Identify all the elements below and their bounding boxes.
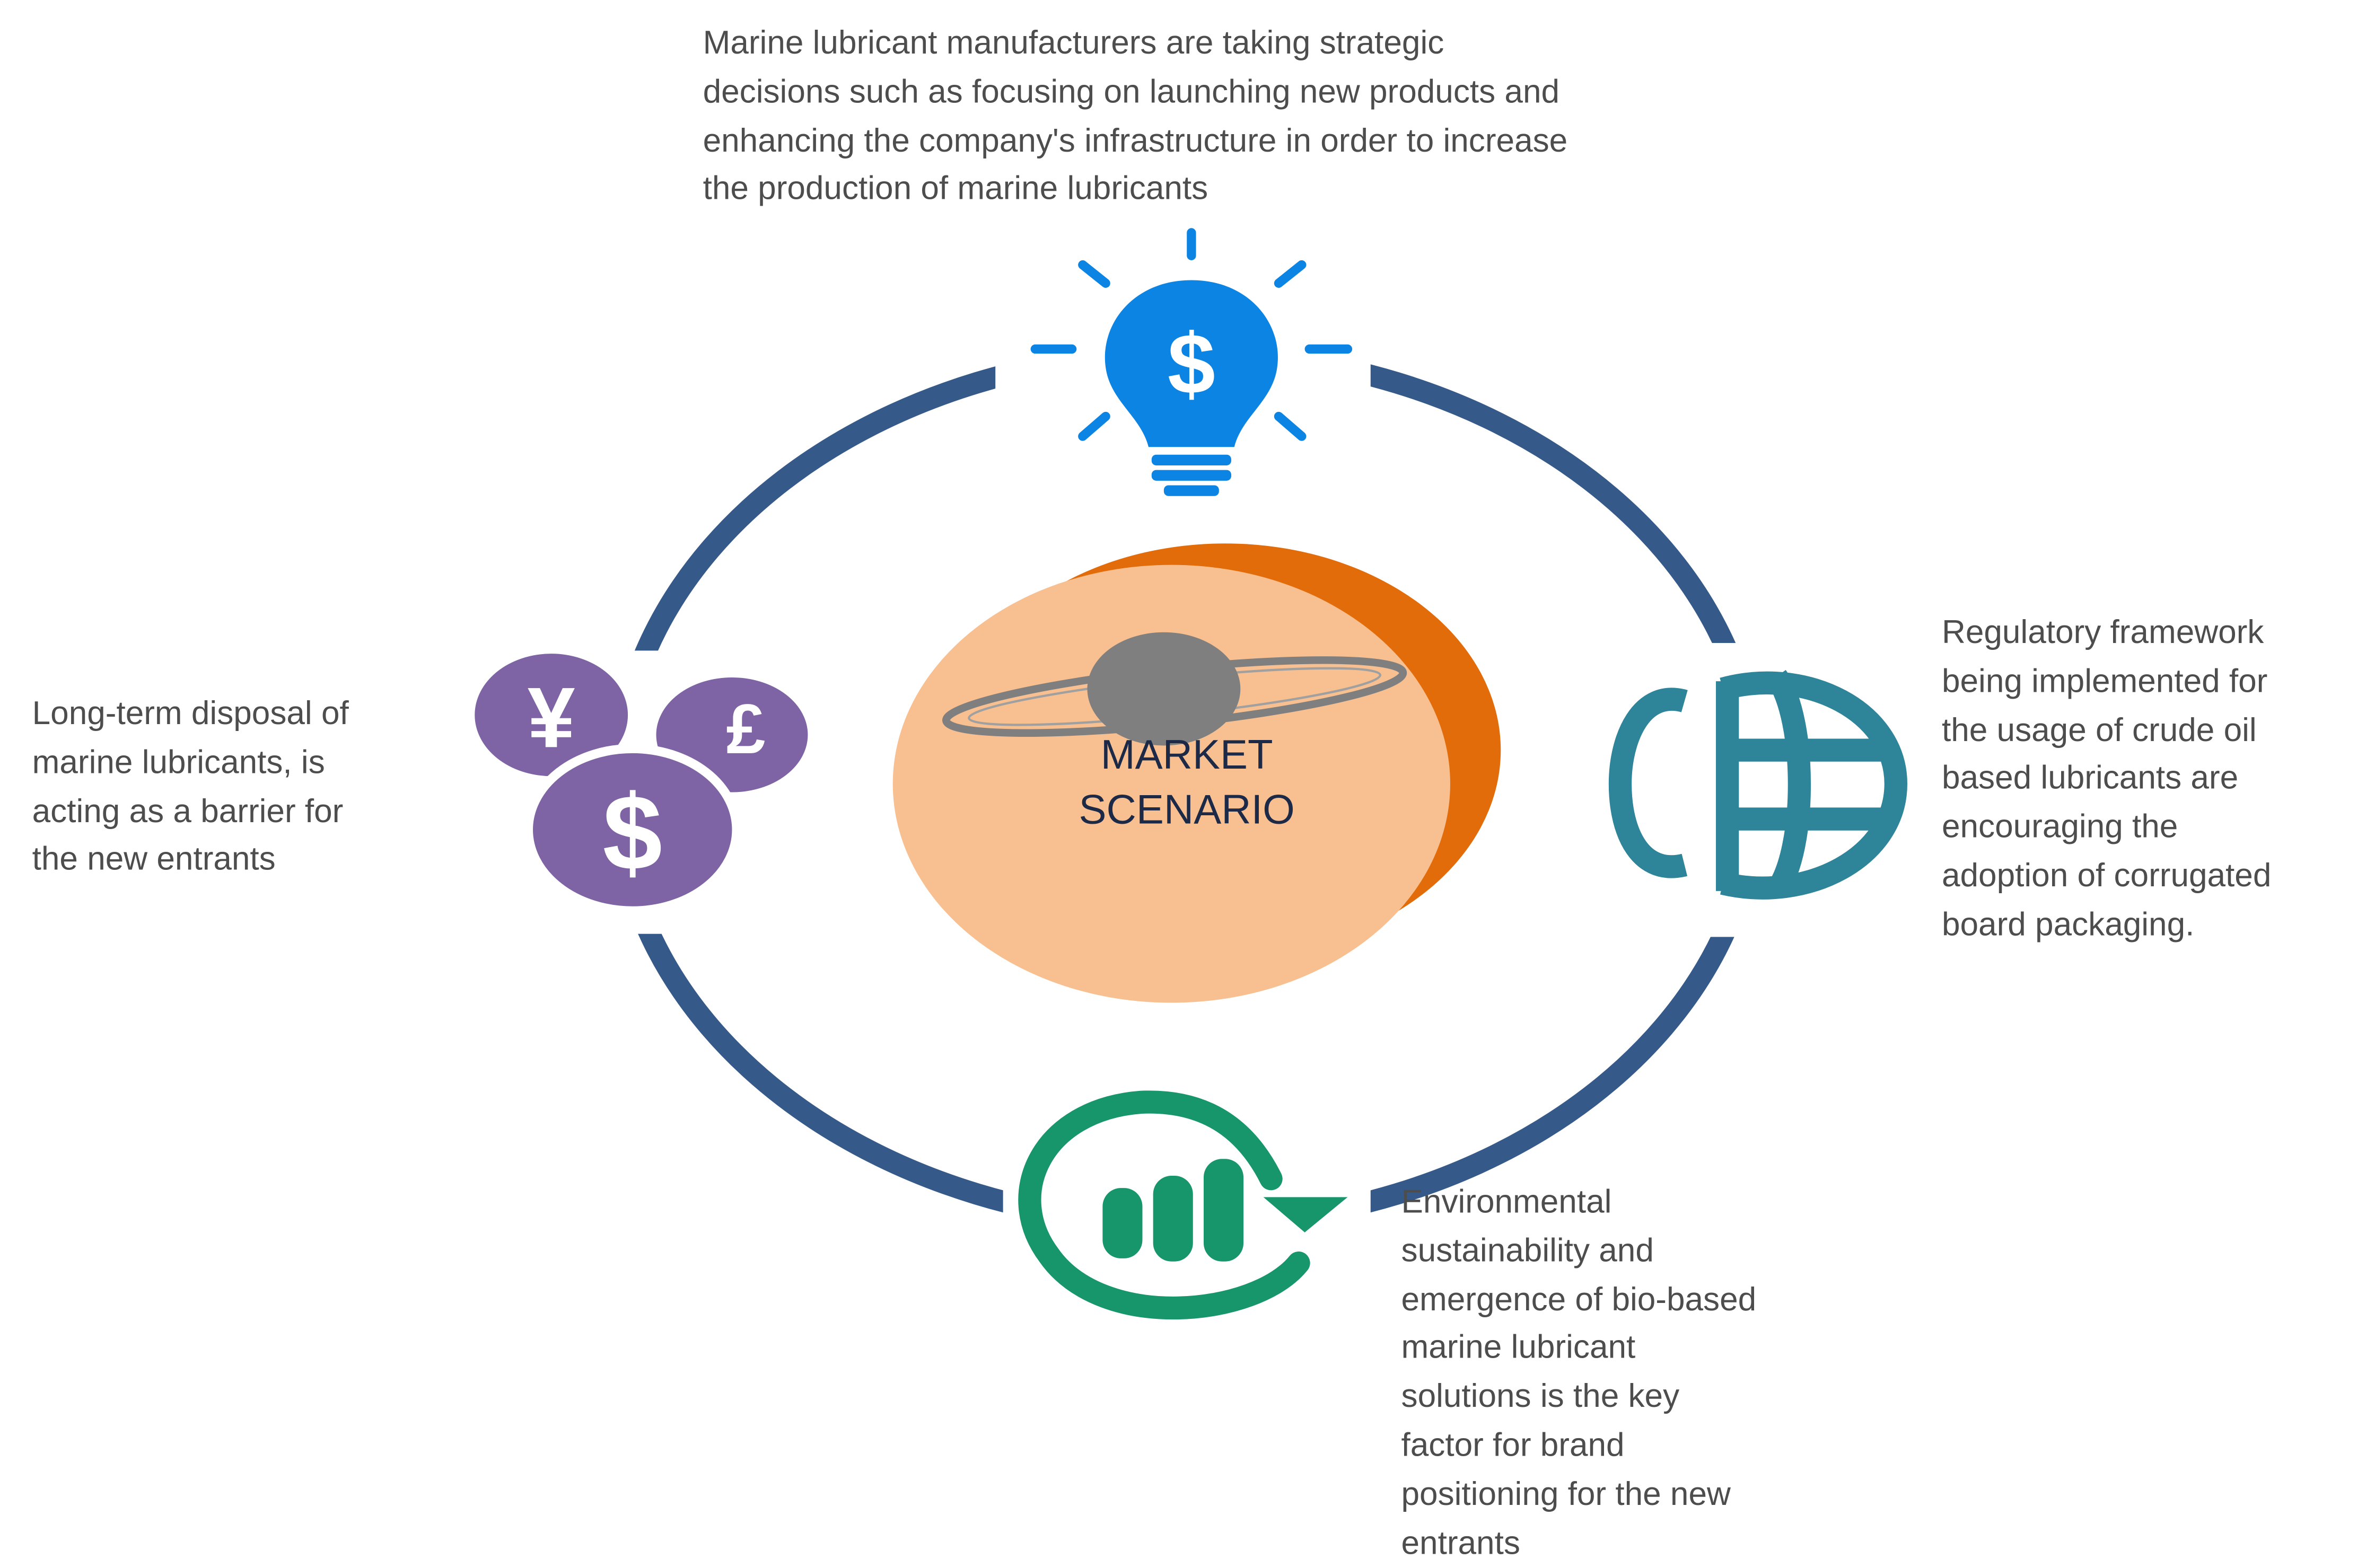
text-line: marine lubricants, is [32, 743, 325, 781]
text-line: the new entrants [32, 841, 276, 878]
text-line: acting as a barrier for [32, 792, 344, 830]
text-line: being implemented for [1941, 662, 2268, 700]
text-line: factor for brand [1401, 1426, 1625, 1464]
text-line: entrants [1401, 1524, 1520, 1561]
market-scenario-center [892, 543, 1501, 1003]
text-line: the production of marine lubricants [703, 170, 1208, 208]
growth-chart-cycle-icon [1018, 1090, 1348, 1320]
center-label-line1: MARKET [1100, 732, 1273, 778]
planet-icon [942, 632, 1407, 746]
text-line: Marine lubricant manufacturers are takin… [703, 24, 1444, 61]
svg-text:£: £ [726, 690, 766, 769]
text-line: adoption of corrugated [1941, 857, 2272, 894]
text-line: marine lubricant [1401, 1329, 1636, 1367]
svg-text:$: $ [603, 772, 662, 892]
text-line: solutions is the key [1401, 1378, 1680, 1415]
text-line: board packaging. [1941, 906, 2195, 943]
text-line: Environmental [1401, 1183, 1612, 1220]
left-description: Long-term disposal of marine lubricants,… [32, 690, 349, 885]
text-line: enhancing the company's infrastructure i… [703, 121, 1568, 159]
text-line: decisions such as focusing on launching … [703, 73, 1560, 110]
svg-text:$: $ [1168, 316, 1215, 412]
right-description: Regulatory framework being implemented f… [1942, 609, 2271, 950]
text-line: sustainability and [1401, 1232, 1654, 1269]
lightbulb-dollar-icon: $ [1030, 228, 1353, 496]
text-line: positioning for the new [1401, 1475, 1731, 1512]
svg-text:¥: ¥ [528, 670, 575, 765]
center-label-line2: SCENARIO [1079, 787, 1295, 833]
text-line: Long-term disposal of [32, 695, 349, 732]
text-line: Regulatory framework [1941, 614, 2264, 651]
text-line: the usage of crude oil [1941, 711, 2257, 748]
bottom-description: Environmental sustainability and emergen… [1401, 1179, 1757, 1568]
text-line: emergence of bio-based [1401, 1281, 1757, 1318]
center-label: MARKET SCENARIO [1003, 727, 1371, 838]
globe-icon [1608, 670, 1908, 900]
text-line: encouraging the [1941, 808, 2178, 845]
text-line: based lubricants are [1941, 760, 2239, 797]
top-description: Marine lubricant manufacturers are takin… [703, 20, 1568, 215]
currency-coins-icon: ¥ $ £ [475, 654, 816, 916]
